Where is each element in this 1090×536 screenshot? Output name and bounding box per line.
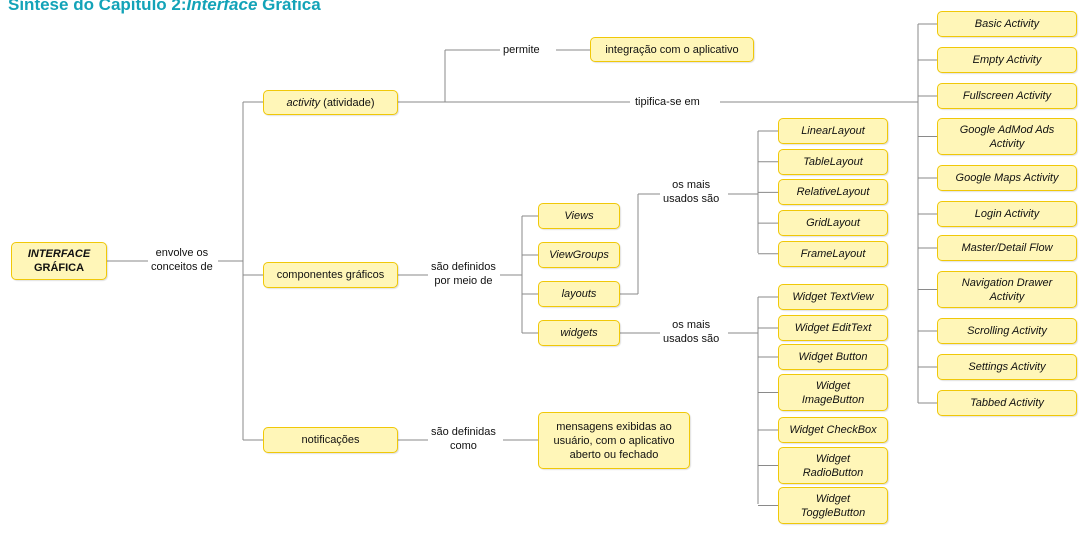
root-line1: INTERFACE [27,248,91,260]
concept-componentes: componentes gráficos [263,262,398,288]
label-tipifica: tipifica-se em [632,95,703,109]
widget-widget-edittext: Widget EditText [778,315,888,341]
widget-widget-textview: Widget TextView [778,284,888,310]
activity-type-settings-activity: Settings Activity [937,354,1077,380]
activity-type-fullscreen-activity: Fullscreen Activity [937,83,1077,109]
activity-type-master-detail-flow: Master/Detail Flow [937,235,1077,261]
label-permite: permite [500,43,543,57]
component-viewgroups: ViewGroups [538,242,620,268]
activity-type-google-maps-activity: Google Maps Activity [937,165,1077,191]
layout-gridlayout: GridLayout [778,210,888,237]
layout-tablelayout: TableLayout [778,148,888,175]
root-line2: GRÁFICA [33,262,85,274]
concept-activity: activity (atividade) [263,90,398,115]
layout-linearlayout: LinearLayout [778,118,888,144]
component-views: Views [538,203,620,229]
root-node: INTERFACE GRÁFICA [11,242,107,280]
activity-type-scrolling-activity: Scrolling Activity [937,318,1077,344]
component-widgets: widgets [538,320,620,346]
activity-type-basic-activity: Basic Activity [937,11,1077,37]
page-title: Síntese do Capítulo 2:Interface Gráfica [8,0,321,14]
widget-widget-button: Widget Button [778,344,888,370]
widget-widget-checkbox: Widget CheckBox [778,417,888,443]
activity-type-login-activity: Login Activity [937,201,1077,227]
layout-relativelayout: RelativeLayout [778,179,888,206]
node-integracao: integração com o aplicativo [590,37,754,62]
activity-type-empty-activity: Empty Activity [937,47,1077,73]
component-layouts: layouts [538,281,620,307]
layout-framelayout: FrameLayout [778,240,888,267]
concept-notificacoes: notificações [263,427,398,453]
activity-type-tabbed-activity: Tabbed Activity [937,390,1077,416]
